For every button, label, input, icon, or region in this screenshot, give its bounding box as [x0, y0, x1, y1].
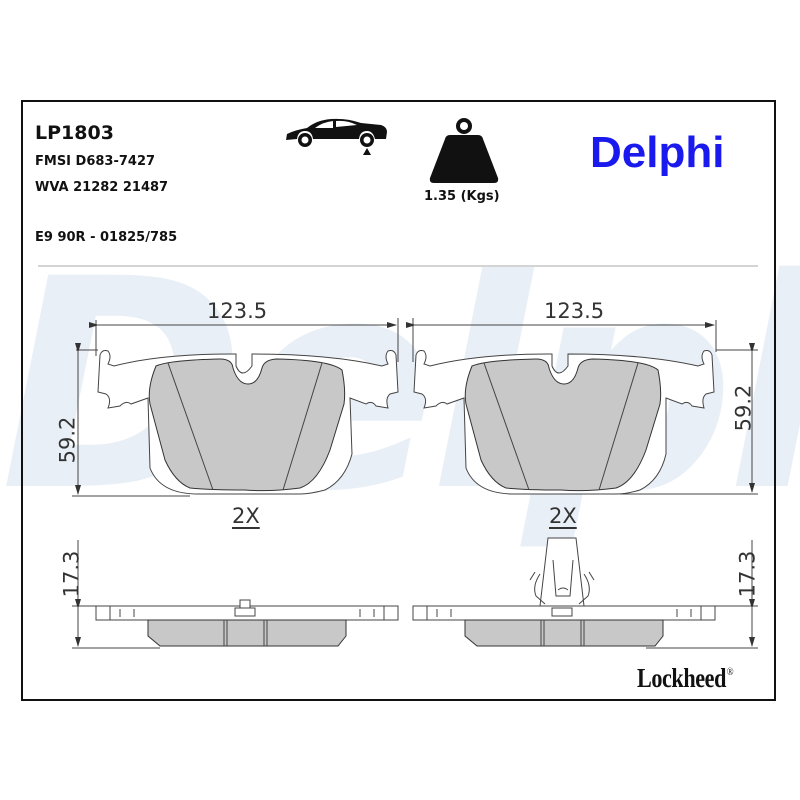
wva-code: WVA 21282 21487	[35, 180, 169, 195]
weight-value: 1.35 (Kgs)	[424, 189, 500, 204]
left-pad-front-view	[72, 318, 399, 497]
right-width-dimension: 123.5	[544, 299, 605, 323]
registered-mark: ®	[726, 666, 734, 678]
right-pad-front-view	[406, 318, 758, 495]
right-thickness-dimension: 17.3	[735, 550, 760, 598]
left-width-dimension: 123.5	[207, 299, 268, 323]
right-height-dimension: 59.2	[731, 384, 756, 432]
left-height-dimension: 59.2	[55, 416, 80, 464]
left-pad-side-view	[72, 540, 399, 649]
left-quantity: 2X	[232, 504, 260, 528]
lockheed-name: Lockheed	[637, 663, 726, 693]
part-number: LP1803	[35, 122, 114, 144]
approval-code: E9 90R - 01825/785	[35, 230, 178, 245]
right-quantity: 2X	[549, 504, 577, 528]
left-thickness-dimension: 17.3	[59, 550, 84, 598]
spec-sheet-frame	[21, 100, 776, 701]
lockheed-logo: Lockheed®	[637, 663, 734, 694]
weight-icon	[428, 115, 500, 189]
right-pad-side-view	[412, 537, 758, 649]
header-divider	[38, 265, 758, 267]
car-rear-axle-icon	[283, 115, 389, 161]
fmsi-code: FMSI D683-7427	[35, 154, 156, 169]
delphi-logo: Delphi	[590, 128, 725, 177]
